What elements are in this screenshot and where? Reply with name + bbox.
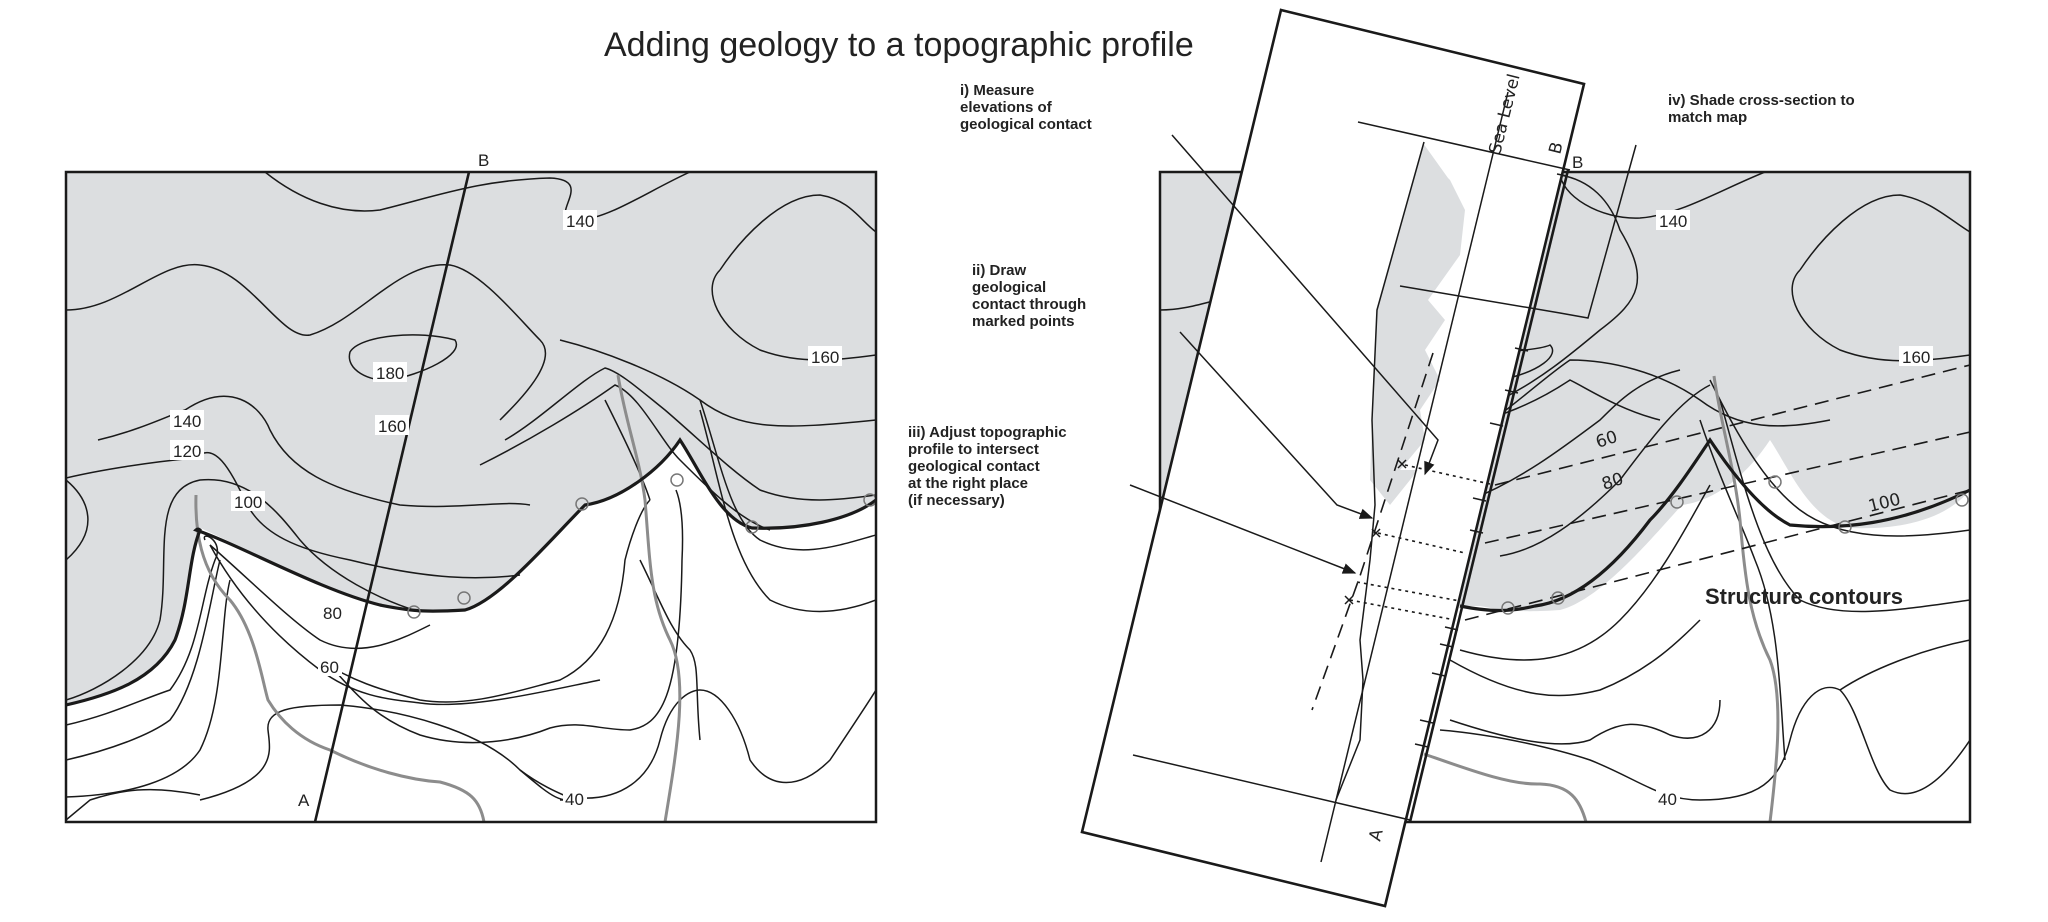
step-iv-label: iv) Shade cross-section to match map bbox=[1668, 92, 1855, 126]
elevation-ticks bbox=[1414, 173, 1568, 748]
topographic-profile-line bbox=[1335, 141, 1425, 801]
geological-contact-line bbox=[66, 437, 876, 707]
svg-text:160: 160 bbox=[1902, 348, 1930, 367]
svg-text:140: 140 bbox=[1659, 212, 1687, 231]
right-contour-labels: 140 160 40 bbox=[1656, 210, 1933, 809]
svg-text:40: 40 bbox=[565, 790, 584, 809]
right-section-label-b: B bbox=[1572, 153, 1583, 172]
left-section-label-b: B bbox=[478, 151, 489, 170]
shaded-geological-unit bbox=[66, 172, 876, 705]
left-section-line-a-b bbox=[313, 171, 471, 823]
contact-elevation-marks bbox=[1344, 459, 1407, 605]
topographic-profile-strip: Sea Level B A B bbox=[1080, 8, 1637, 908]
shaded-cross-section bbox=[1370, 143, 1465, 505]
svg-text:80: 80 bbox=[323, 604, 342, 623]
structure-contours-annotation: Structure contours bbox=[1705, 584, 1903, 609]
profile-end-label-b: B bbox=[1545, 140, 1567, 156]
svg-text:60: 60 bbox=[320, 658, 339, 677]
svg-text:180: 180 bbox=[376, 364, 404, 383]
left-contour-labels: 140 180 160 140 120 100 160 80 60 40 bbox=[170, 210, 842, 809]
svg-text:160: 160 bbox=[811, 348, 839, 367]
step-ii-arrow bbox=[1179, 331, 1374, 519]
step-ii-label: ii) Draw geological contact through mark… bbox=[972, 262, 1087, 330]
step-iii-label: iii) Adjust topographic profile to inter… bbox=[908, 424, 1067, 509]
geological-contact-on-profile bbox=[1311, 352, 1434, 711]
svg-text:100: 100 bbox=[234, 493, 262, 512]
left-map-frame bbox=[64, 170, 878, 824]
profile-end-label-a: A bbox=[1365, 827, 1387, 843]
left-geological-map: A B 140 180 160 140 120 100 160 80 60 40 bbox=[64, 151, 878, 824]
svg-text:140: 140 bbox=[566, 212, 594, 231]
diagram-title: Adding geology to a topographic profile bbox=[604, 26, 1194, 64]
step-iii-arrow bbox=[1129, 484, 1357, 574]
svg-text:40: 40 bbox=[1658, 790, 1677, 809]
step-i-arrow bbox=[1171, 134, 1439, 476]
left-section-label-a: A bbox=[298, 791, 310, 810]
svg-text:120: 120 bbox=[173, 442, 201, 461]
svg-text:160: 160 bbox=[378, 417, 406, 436]
step-i-label: i) Measure elevations of geological cont… bbox=[960, 82, 1092, 133]
svg-text:140: 140 bbox=[173, 412, 201, 431]
step-iv-leader bbox=[1399, 144, 1637, 319]
sea-level-line bbox=[1320, 91, 1509, 863]
